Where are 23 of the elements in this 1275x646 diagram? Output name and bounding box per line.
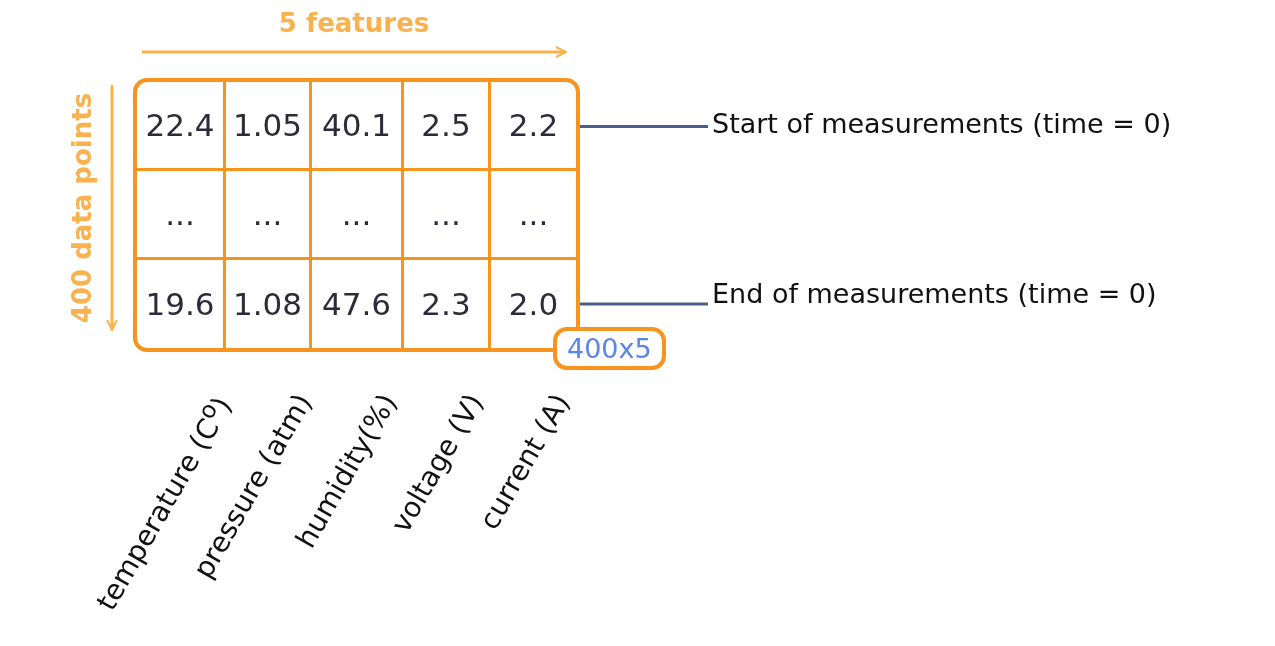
table-cell: 2.5 [404, 82, 491, 168]
table-cell: 1.08 [226, 260, 312, 348]
table-cell: ... [312, 171, 404, 257]
table-cell: ... [404, 171, 491, 257]
table-cell: ... [137, 171, 226, 257]
table-cell: 22.4 [137, 82, 226, 168]
leader-line [577, 125, 708, 128]
leader-line [577, 302, 708, 306]
table-cell-text: 2.0 [507, 285, 560, 324]
size-badge: 400x5 [553, 327, 666, 370]
table-cell-text: 2.2 [507, 106, 560, 145]
table-cell: 1.05 [226, 82, 312, 168]
table-cell: 47.6 [312, 260, 404, 348]
annotation-text: Start of measurements (time = 0) [712, 108, 1172, 139]
table-cell-text: ... [517, 195, 550, 234]
table-cell: 40.1 [312, 82, 404, 168]
table-cell: ... [226, 171, 312, 257]
axis-label: 5 features [277, 8, 431, 38]
axis-label: 400 data points [67, 92, 97, 324]
table-cell: 2.3 [404, 260, 491, 348]
row-divider [137, 82, 576, 171]
table-cell: 19.6 [137, 260, 226, 348]
annotation-text: End of measurements (time = 0) [712, 278, 1157, 309]
